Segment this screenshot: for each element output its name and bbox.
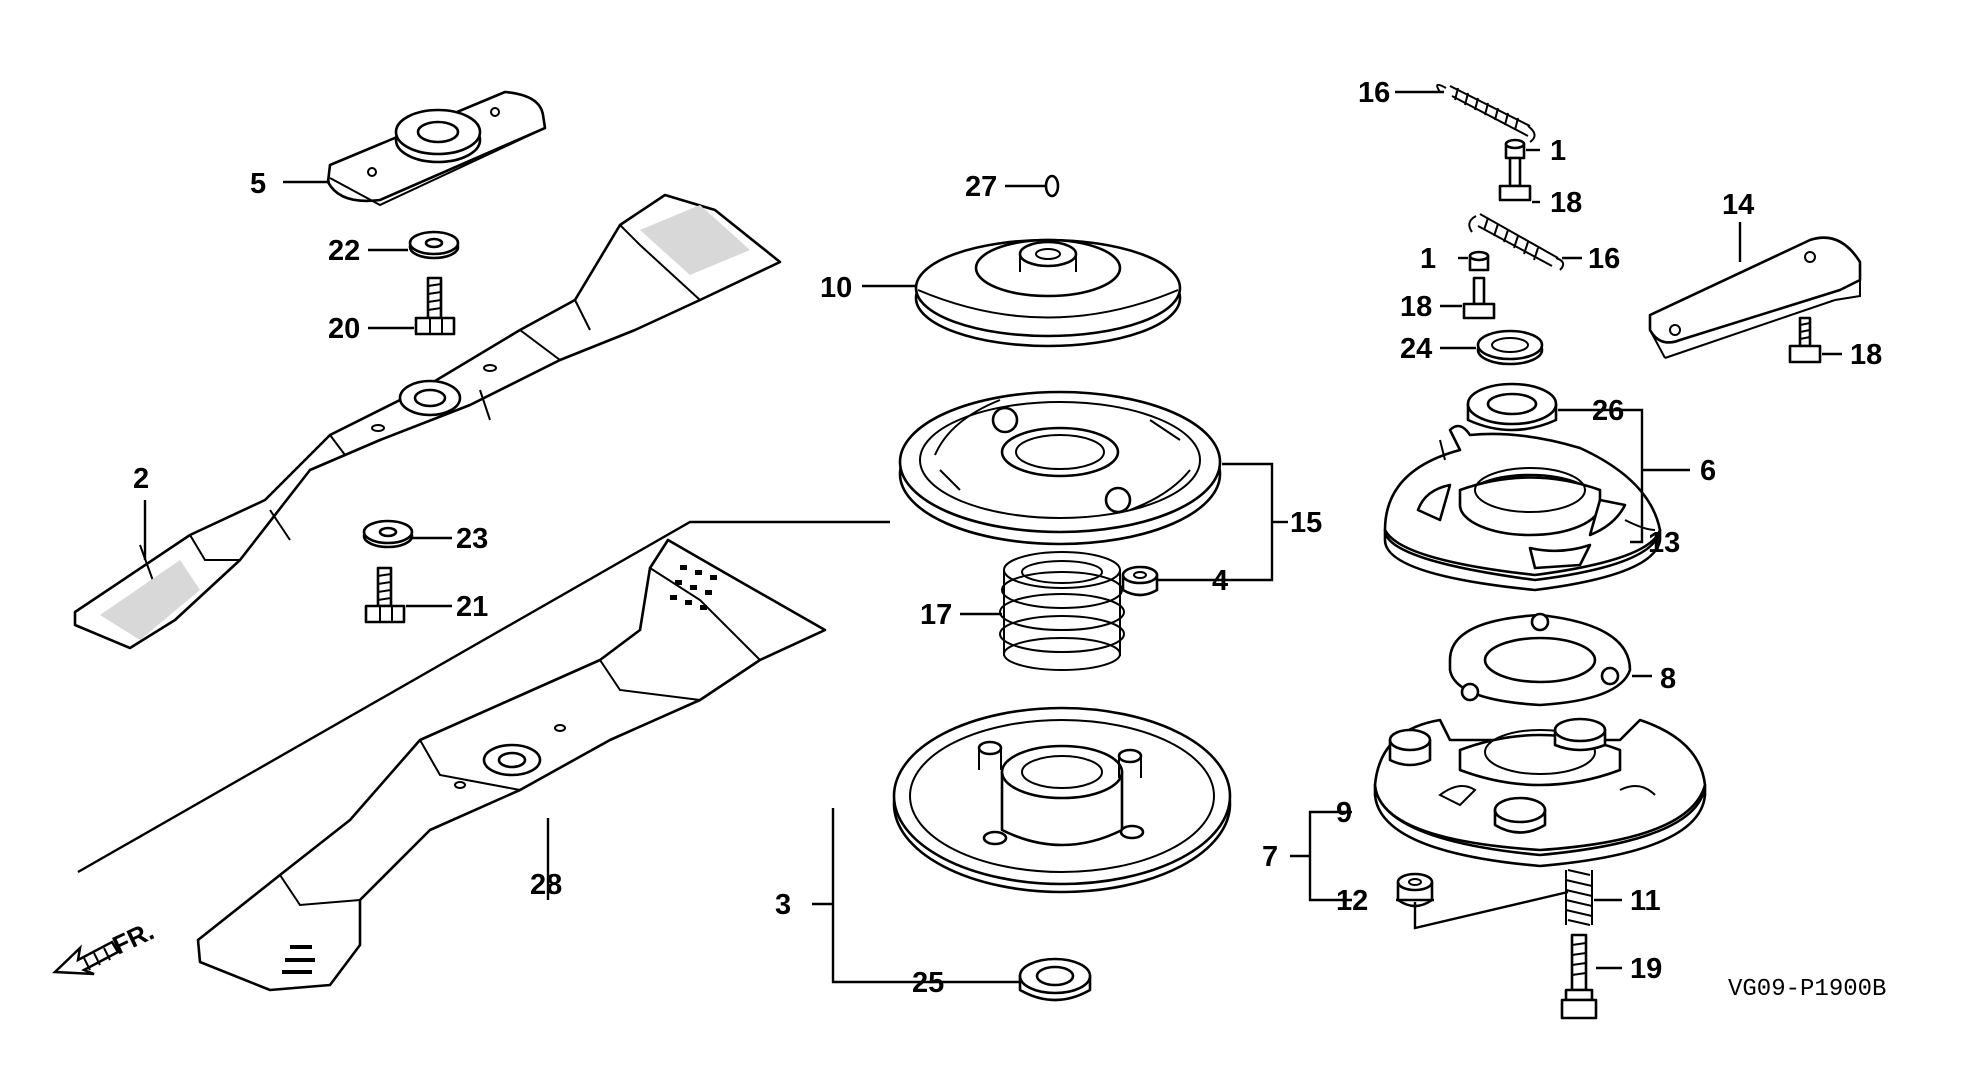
part-19-bolt [1560, 933, 1598, 1020]
callout-21: 21 [456, 591, 488, 623]
part-27-key [1044, 174, 1060, 198]
callout-15: 15 [1290, 507, 1322, 539]
drawing-code: VG09-P1900B [1728, 976, 1886, 1003]
callout-19: 19 [1630, 953, 1662, 985]
callout-18: 18 [1400, 291, 1432, 323]
part-16-spring-lower [1468, 213, 1565, 271]
part-5-blade-holder [326, 90, 547, 207]
part-24-seal [1476, 329, 1544, 366]
callout-12: 12 [1336, 885, 1368, 917]
part-14-lever-arm [1648, 236, 1862, 359]
part-4-nut [1121, 565, 1159, 597]
callout-10: 10 [820, 272, 852, 304]
callout-7: 7 [1262, 841, 1278, 873]
part-3-base-plate [892, 706, 1232, 894]
part-2-upper-blade [73, 193, 782, 650]
callout-18: 18 [1550, 187, 1582, 219]
part-13-clutch-housing [1383, 424, 1662, 592]
part-25-bearing [1018, 957, 1092, 1002]
callout-1: 1 [1420, 243, 1436, 275]
part-11-spring [1565, 869, 1593, 926]
part-1-collar-upper [1504, 138, 1526, 160]
callout-3: 3 [775, 889, 791, 921]
callout-25: 25 [912, 967, 944, 999]
part-28-lower-blade [196, 538, 827, 992]
callout-13: 13 [1648, 527, 1680, 559]
callout-1: 1 [1550, 135, 1566, 167]
part-1-collar-lower [1468, 250, 1490, 272]
callout-2: 2 [133, 463, 149, 495]
front-direction-arrow: FR. [52, 916, 159, 976]
part-9-clutch-base [1373, 717, 1707, 868]
leader-lines [143, 90, 1842, 984]
callout-labels: 1 1 2 3 4 5 6 7 8 9 10 11 12 13 14 15 16… [133, 77, 1882, 999]
part-23-washer [362, 519, 414, 549]
callout-11: 11 [1630, 885, 1661, 917]
callout-17: 17 [920, 599, 952, 631]
part-17-spring [999, 551, 1125, 671]
callout-8: 8 [1660, 663, 1676, 695]
callout-18: 18 [1850, 339, 1882, 371]
callout-6: 6 [1700, 455, 1716, 487]
part-10-pulley [914, 238, 1182, 348]
part-8-gasket [1448, 612, 1632, 707]
callout-16: 16 [1588, 243, 1620, 275]
part-16-spring-upper [1436, 83, 1536, 143]
part-26-bearing [1466, 382, 1558, 432]
callout-27: 27 [965, 171, 997, 203]
part-18-bolt-middle [1462, 276, 1496, 320]
part-21-bolt [364, 566, 406, 624]
alternate-part-divider [77, 520, 890, 874]
callout-22: 22 [328, 235, 360, 267]
part-22-washer [408, 230, 460, 260]
part-18-bolt-upper [1498, 156, 1532, 202]
part-15-clutch-plate [898, 390, 1222, 546]
callout-14: 14 [1722, 189, 1754, 221]
callout-9: 9 [1336, 797, 1352, 829]
callout-28: 28 [530, 869, 562, 901]
part-18-bolt-right [1788, 316, 1822, 364]
callout-26: 26 [1592, 395, 1624, 427]
callout-20: 20 [328, 313, 360, 345]
callout-5: 5 [250, 168, 266, 200]
part-20-bolt [414, 276, 456, 336]
callout-23: 23 [456, 523, 488, 555]
callout-4: 4 [1212, 565, 1228, 597]
callout-16: 16 [1358, 77, 1390, 109]
callout-24: 24 [1400, 333, 1432, 365]
